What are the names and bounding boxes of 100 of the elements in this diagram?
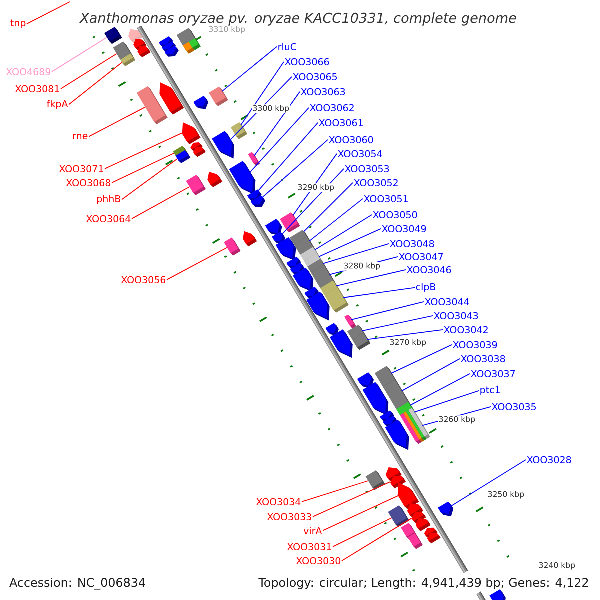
gene-label: XOO3060 [329, 136, 374, 144]
gene-block [413, 416, 430, 440]
leader-line [318, 228, 382, 258]
gene-block [366, 470, 386, 490]
gene-pentagon [229, 161, 256, 196]
gene-label: XOO3064 [86, 215, 131, 223]
leader-line [450, 460, 526, 507]
gene-label: XOO3066 [285, 58, 330, 66]
leader-line [166, 247, 228, 280]
gene-label: XOO3047 [399, 253, 444, 261]
leader-line [258, 122, 318, 192]
gene-pentagon [306, 292, 330, 321]
gene-label: XOO3063 [301, 88, 346, 96]
gene-pentagon [427, 533, 441, 544]
gene-pentagon [438, 502, 454, 517]
gene-block [352, 333, 371, 350]
gene-pentagon [138, 46, 151, 58]
gene-label: XOO3053 [345, 165, 390, 173]
title: Xanthomonas oryzae pv. oryzae KACC10331, complete genome [79, 12, 516, 26]
leader-line [240, 62, 284, 126]
leader-line [304, 182, 354, 232]
gene-label: XOO3054 [338, 150, 382, 158]
leader-line [312, 482, 390, 518]
gene-label: XOO3038 [461, 355, 506, 363]
gene-label: XOO3048 [390, 240, 434, 248]
gene-label: XOO3043 [434, 312, 478, 320]
gene-block [230, 122, 248, 140]
gene-block [344, 314, 356, 329]
leader-line [414, 390, 480, 413]
gene-block [188, 38, 201, 50]
leader-line [322, 495, 399, 532]
gene-label: XOO3062 [310, 104, 354, 112]
leader-line [249, 108, 310, 174]
gene-label: XOO3035 [492, 403, 536, 411]
leader-line [367, 330, 444, 340]
footer-text: Topology: circular; Length: 4,941,439 bp; Genes: 4,122 [258, 578, 588, 590]
gene-pentagon [194, 96, 209, 110]
leader-line [52, 37, 108, 72]
gene-block [209, 86, 228, 106]
gene-label: XOO3050 [373, 211, 418, 219]
leader-line [132, 186, 190, 220]
gene-label: phhB [97, 195, 121, 204]
gene-label: XOO3049 [382, 225, 426, 233]
gene-pentagon [362, 382, 389, 416]
gene-label: clpB [416, 283, 436, 292]
leader-line [362, 316, 434, 332]
gene-block [408, 533, 423, 550]
leader-line [104, 132, 182, 170]
gene-label: XOO3039 [453, 341, 498, 349]
leader-line [309, 198, 364, 242]
gene-block [224, 238, 241, 256]
leader-line [410, 374, 470, 406]
leader-line [351, 302, 424, 320]
gene-pentagon [326, 323, 339, 336]
gene-label: XOO3030 [296, 557, 341, 565]
gene-label: XOO3056 [121, 276, 166, 284]
gene-label: XOO3051 [364, 195, 408, 203]
gene-label: XOO3046 [407, 266, 452, 274]
gene-label: XOO3033 [267, 513, 312, 521]
gene-block [104, 27, 122, 44]
gene-block [120, 54, 136, 66]
gene-label: XOO3034 [256, 498, 301, 506]
gene-label: XOO3081 [15, 85, 60, 93]
gene-label: XOO3071 [59, 165, 104, 173]
leader-line [222, 46, 278, 92]
gene-block [280, 212, 300, 233]
gene-pentagon [490, 590, 506, 600]
leader-line [112, 152, 175, 184]
leader-line [68, 62, 123, 106]
leader-line [322, 244, 390, 264]
leader-line [60, 53, 118, 90]
gene-label: XOO4689 [6, 68, 51, 76]
leader-line [88, 106, 146, 138]
gene-pentagon [330, 330, 353, 358]
gene-pentagon [193, 147, 206, 158]
leader-line [26, 2, 70, 24]
leader-line [336, 270, 406, 287]
gene-pentagon [164, 46, 179, 57]
gene-label: ptc1 [480, 386, 500, 396]
leader-line [332, 518, 392, 548]
gene-block [248, 152, 260, 166]
gene-block [186, 175, 206, 196]
gene-label: fkpA [47, 100, 68, 110]
leader-line [302, 480, 369, 502]
gene-block [388, 505, 410, 528]
leader-line [254, 92, 300, 156]
gene-label: XOO3042 [444, 326, 488, 334]
gene-label: XOO3065 [293, 73, 338, 81]
gene-pentagon [251, 196, 266, 208]
leader-line [401, 358, 460, 392]
gene-pentagon [385, 420, 410, 450]
leader-line [282, 168, 344, 235]
gene-pentagon [243, 231, 258, 247]
gene-label: XOO3028 [527, 456, 572, 464]
gene-label: tnp [10, 20, 26, 28]
leader-line [262, 140, 328, 198]
gene-block [176, 150, 191, 164]
gene-label: XOO3061 [319, 119, 363, 127]
gene-label: XOO3037 [471, 370, 516, 378]
leader-line [342, 518, 412, 562]
